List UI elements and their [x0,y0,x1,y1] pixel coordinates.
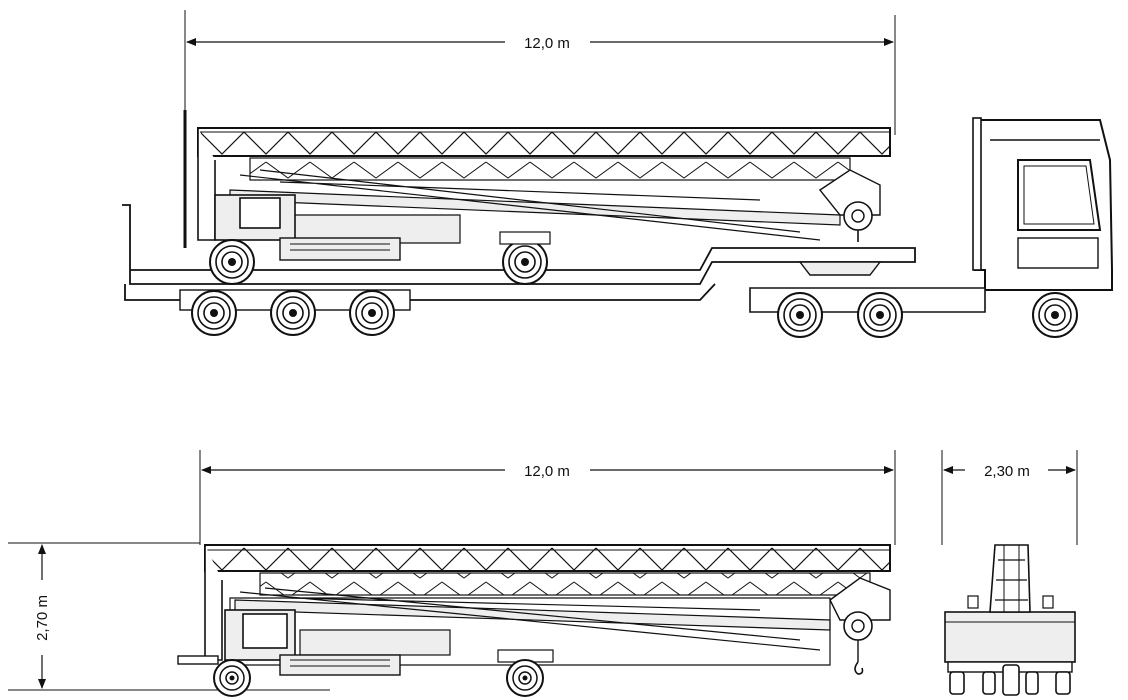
trailer-wheel [349,290,395,336]
crane-width-dimension: 2,30 m [941,450,1078,545]
truck-wheel [777,292,823,338]
crane-length-label: 12,0 m [524,463,570,480]
crane-wheel [213,659,251,697]
crane-side-view: 12,0 m 2,70 m [8,450,896,697]
crane-length-dimension: 12,0 m [199,450,896,545]
trailer-wheel [191,290,237,336]
crane-front-view: 2,30 m [941,450,1078,696]
truck-wheel [857,292,903,338]
crane-height-label: 2,70 m [34,595,51,641]
crane-wheel [502,239,548,285]
transport-view: 12,0 m [122,10,1113,338]
crane-width-label: 2,30 m [984,463,1030,480]
transport-length-label: 12,0 m [524,35,570,52]
crane-height-dimension: 2,70 m [8,542,330,691]
crane-wheel [209,239,255,285]
trailer-wheel [270,290,316,336]
crane-jib [183,110,891,285]
crane-wheel [506,659,544,697]
transport-length-dimension: 12,0 m [184,10,896,135]
truck-wheel [1032,292,1078,338]
truck-tractor [749,117,1113,338]
